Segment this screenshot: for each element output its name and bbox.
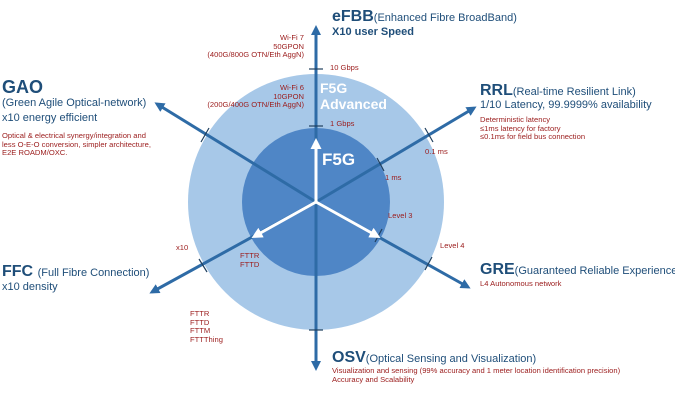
efbb-tick-inner-label: 1 Gbps [330,119,355,128]
ffc-tick-outer-label: x10 [176,243,189,252]
tick-rrl-inner [376,157,385,172]
efbb-tick-outer-label: 10 Gbps [330,63,359,72]
gre-tick-inner-label: Level 3 [388,211,413,220]
tick-gre-outer [424,256,433,271]
gre-title: GRE(Guaranteed Reliable Experience [480,261,675,278]
rrl-tick-inner-label: 1 ms [385,173,402,182]
ffc-advanced-spec: FTTR FTTD FTTM FTTThing [190,309,223,345]
gao-name: (Green Agile Optical-network) [2,97,147,109]
white-arrow-left [251,200,317,238]
tick-rrl-outer [424,127,434,143]
gre-tick-outer-label: Level 4 [440,241,465,250]
gre-details: L4 Autonomous network [480,279,562,288]
f5g-inner-label: F5G [322,150,356,169]
gao-title: GAO [2,77,44,97]
tick-ffc-outer [198,258,208,273]
axis-gao [154,102,317,204]
gao-details: Optical & electrical synergy/integration… [2,131,151,158]
ffc-title: FFC (Full Fibre Connection) [2,263,150,280]
rrl-metric: 1/10 Latency, 99.9999% availability [480,99,652,111]
f5g-advanced-label: F5G Advanced [320,80,387,113]
efbb-advanced-spec: Wi-Fi 7 50GPON (400G/800G OTN/Eth AggN) [207,33,304,60]
efbb-metric: X10 user Speed [332,26,414,38]
white-arrow-right [315,200,381,238]
efbb-title: eFBB(Enhanced Fibre BroadBand) [332,8,517,25]
rrl-title: RRL(Real-time Resilient Link) [480,82,636,99]
rrl-tick-outer-label: 0.1 ms [425,147,448,156]
gao-metric: x10 energy efficient [2,112,98,124]
rrl-details: Deterministic latency ≤1ms latency for f… [480,115,586,142]
osv-details: Visualization and sensing (99% accuracy … [332,366,621,384]
osv-title: OSV(Optical Sensing and Visualization) [332,349,537,366]
efbb-base-spec: Wi-Fi 6 10GPON (200G/400G OTN/Eth AggN) [207,83,304,110]
ffc-metric: x10 density [2,281,58,293]
axis-rrl [315,106,477,204]
ffc-base-spec: FTTR FTTD [240,251,260,269]
tick-gao-outer [200,127,210,143]
